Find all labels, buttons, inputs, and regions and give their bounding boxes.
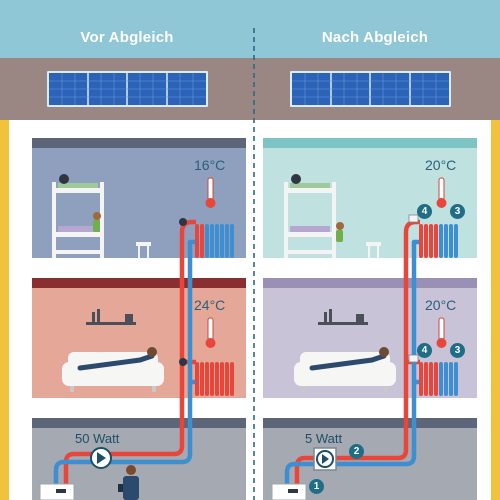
step-badge-4-mid: 4 [417,343,432,358]
left-outer-wall [0,120,9,500]
left-mid-room-ceiling [32,278,246,288]
sky [0,0,500,62]
right-top-room-ceiling [263,138,477,148]
before-balancing-title: Vor Abgleich [80,29,174,46]
stool-left [136,242,151,258]
shelf-left [86,309,136,325]
step-badge-3-mid: 3 [450,343,465,358]
sofa-left [62,347,164,392]
solar-panel-left [47,71,208,107]
radiator-left-mid [195,362,234,396]
radiator-right-top [419,224,458,258]
before-pump-power: 50 Watt [75,431,120,446]
thermometer-icon [205,177,447,348]
left-top-room-ceiling [32,138,246,148]
step-badge-1: 1 [309,479,324,494]
step-badge-3-top: 3 [450,204,465,219]
after-top-room-temperature: 20°C [425,157,457,173]
shelf-right [318,309,368,325]
after-middle-room-temperature: 20°C [425,297,457,313]
left-basement-ceiling [32,418,246,428]
bunk-bed-left [52,174,104,258]
right-mid-room-ceiling [263,278,477,288]
pump-icon-left [90,447,112,469]
solar-panel-right [290,71,451,107]
valve-icon [179,214,419,366]
before-top-room-temperature: 16°C [194,157,226,173]
right-outer-wall [491,120,500,500]
bunk-bed-right [284,174,336,258]
after-pump-power: 5 Watt [305,431,343,446]
before-middle-room-temperature: 24°C [194,297,226,313]
after-balancing-title: Nach Abgleich [321,29,429,46]
pump-icon-right [313,447,337,471]
stool-right [366,242,381,258]
radiator-right-mid [419,362,458,396]
step-badge-4-top: 4 [417,204,432,219]
child-right [336,222,344,242]
step-badge-2: 2 [349,444,364,459]
right-basement-ceiling [263,418,477,428]
child-left [93,212,101,232]
boiler-right [271,483,307,500]
radiator-left-top [195,224,234,258]
boiler-left [39,483,75,500]
technician-figure [118,465,139,500]
sofa-right [294,347,396,392]
